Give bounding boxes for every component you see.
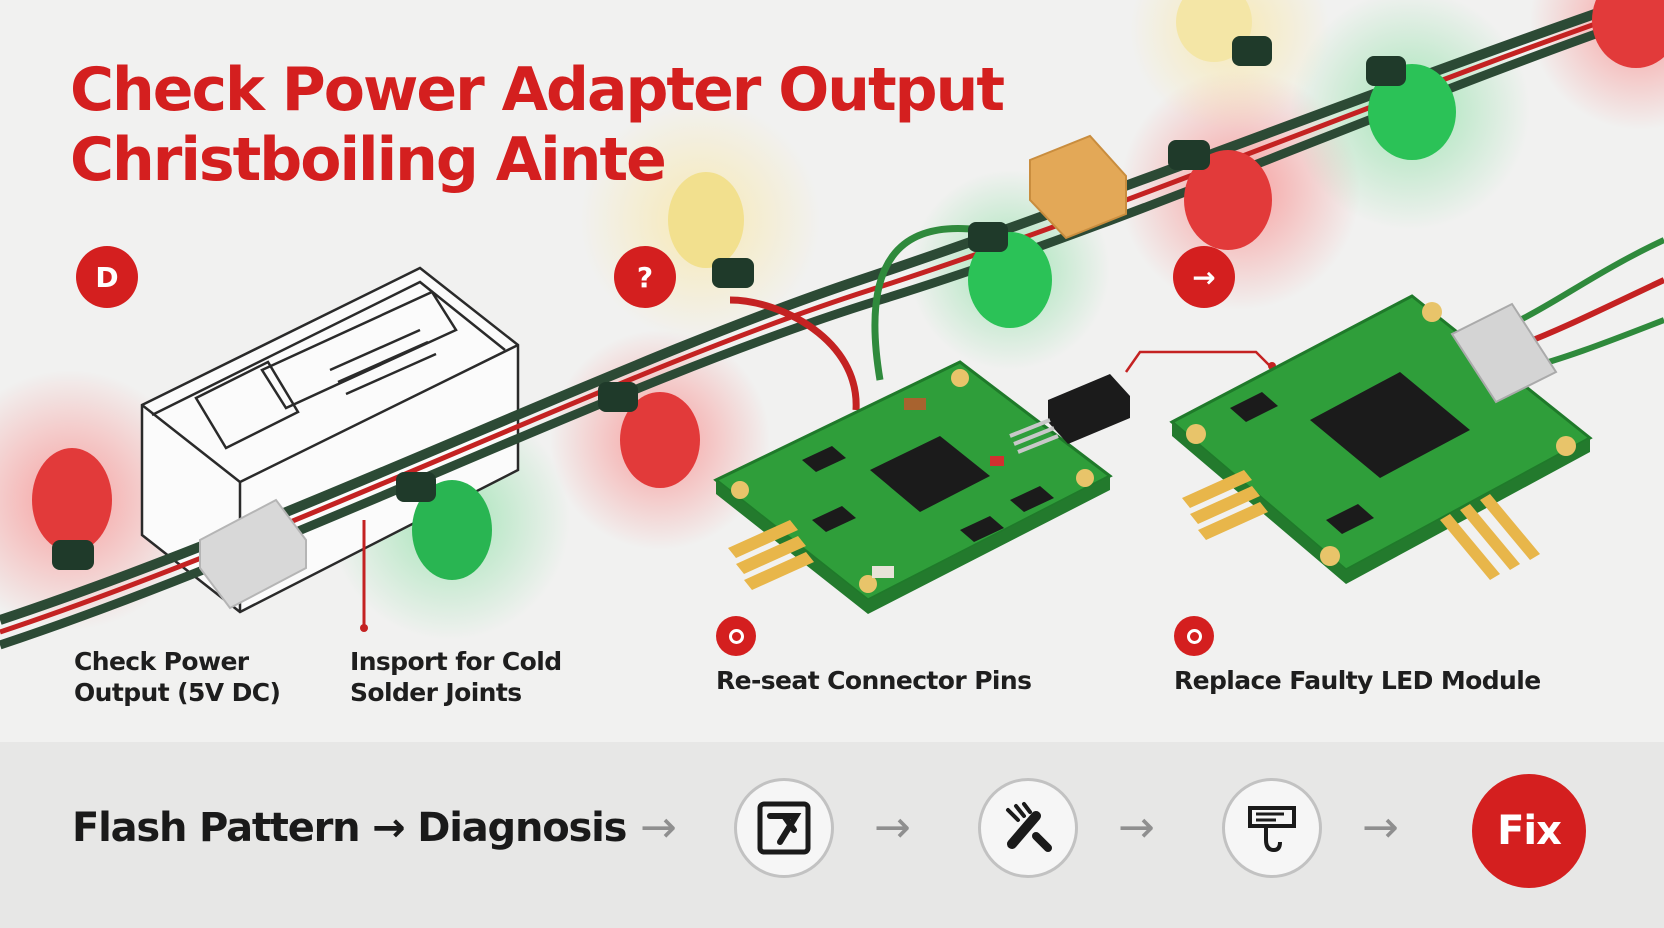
soldering-iron-icon (1006, 802, 1052, 852)
step-badge-1: D (76, 246, 138, 308)
bulb-green-1 (396, 472, 492, 580)
inline-orange-coupler (1029, 134, 1127, 240)
page-subtitle: Christboiling Ainte (70, 125, 667, 195)
bulb-red-3 (1168, 140, 1272, 250)
replace-step-marker (1174, 616, 1214, 656)
check-power-label: Check Power Output (5V DC) (74, 646, 281, 708)
cold-solder-label-line1: Insport for Cold (350, 647, 562, 676)
bulb-green-2 (968, 222, 1052, 328)
reseat-step-marker (716, 616, 756, 656)
bulb-red-left (32, 448, 112, 570)
check-power-label-line2: Output (5V DC) (74, 678, 281, 707)
pcb-board-1 (713, 360, 1113, 614)
fix-button[interactable]: Fix (1472, 774, 1586, 888)
cold-solder-label-line2: Solder Joints (350, 678, 522, 707)
bulb-yellow-top (1176, 0, 1272, 66)
flow-arrow-2: → (874, 802, 911, 853)
replace-module-label: Replace Faulty LED Module (1174, 666, 1541, 695)
inline-connector-block (199, 498, 307, 610)
transistor-component (1009, 350, 1276, 454)
flow-arrow-4: → (1362, 802, 1399, 853)
cold-solder-label: Insport for Cold Solder Joints (350, 646, 562, 708)
reseat-connector-label: Re-seat Connector Pins (716, 666, 1032, 695)
check-power-label-line1: Check Power (74, 647, 249, 676)
step-badge-3: → (1173, 246, 1235, 308)
bulb-red-top-right (1592, 0, 1664, 68)
pcb-board-2 (1169, 294, 1593, 584)
page-title: Check Power Adapter Output (70, 55, 1005, 125)
flow-title: Flash Pattern → Diagnosis (72, 805, 627, 851)
multimeter-icon (757, 801, 811, 855)
bulb-red-2 (598, 382, 700, 488)
bulb-green-3 (1366, 56, 1456, 160)
connector-icon (1248, 806, 1296, 853)
bulb-yellow (668, 172, 754, 288)
multimeter-step[interactable] (734, 778, 834, 878)
step-badge-2: ? (614, 246, 676, 308)
connector-step[interactable] (1222, 778, 1322, 878)
flow-arrow-1: → (640, 802, 677, 853)
flow-arrow-3: → (1118, 802, 1155, 853)
soldering-step[interactable] (978, 778, 1078, 878)
